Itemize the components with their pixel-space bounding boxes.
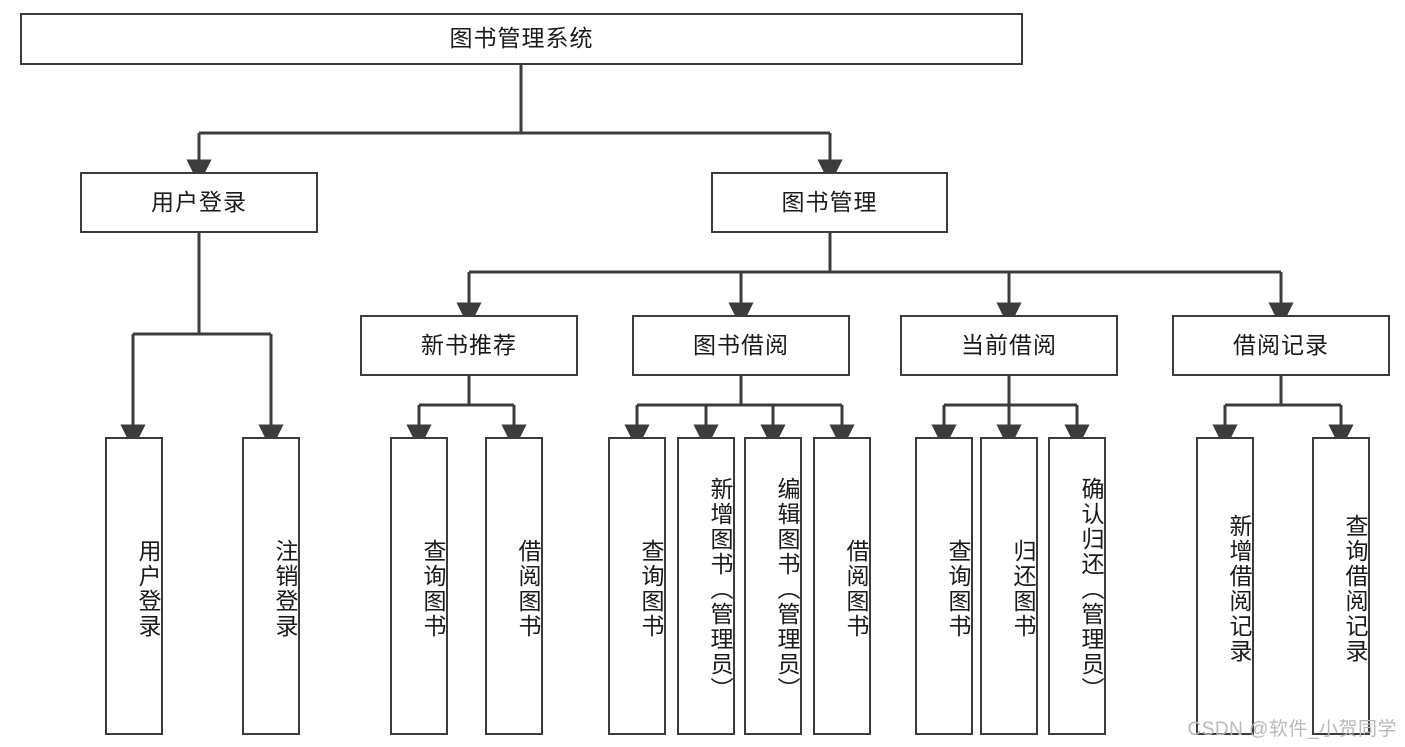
node-leaf-query-book-cur-label: 查询图书 bbox=[945, 539, 971, 639]
node-borrow-record-label: 借阅记录 bbox=[1233, 331, 1329, 358]
node-user-login[interactable]: 用户登录 bbox=[80, 172, 318, 233]
node-leaf-query-book-borrow-label: 查询图书 bbox=[638, 539, 664, 639]
node-leaf-user-login-label: 用户登录 bbox=[135, 539, 161, 639]
node-leaf-query-book-rec[interactable]: 查询图书 bbox=[390, 437, 448, 735]
node-book-manage[interactable]: 图书管理 bbox=[711, 172, 948, 233]
node-new-book-rec[interactable]: 新书推荐 bbox=[360, 315, 578, 376]
node-user-login-label: 用户登录 bbox=[151, 188, 247, 215]
node-leaf-borrow-book[interactable]: 借阅图书 bbox=[813, 437, 871, 735]
node-leaf-borrow-book-label: 借阅图书 bbox=[843, 539, 869, 639]
node-leaf-query-book-cur[interactable]: 查询图书 bbox=[915, 437, 973, 735]
node-root-label: 图书管理系统 bbox=[449, 25, 594, 52]
node-leaf-edit-book[interactable]: 编辑图书（管理员） bbox=[744, 437, 802, 735]
node-leaf-query-book-rec-label: 查询图书 bbox=[420, 539, 446, 639]
node-leaf-user-logout[interactable]: 注销登录 bbox=[242, 437, 300, 735]
node-leaf-add-record-label: 新增借阅记录 bbox=[1226, 514, 1252, 664]
node-leaf-confirm-return-label: 确认归还（管理员） bbox=[1078, 476, 1104, 702]
node-leaf-add-book-label: 新增图书（管理员） bbox=[707, 476, 733, 702]
node-book-borrow[interactable]: 图书借阅 bbox=[632, 315, 850, 376]
node-leaf-query-record[interactable]: 查询借阅记录 bbox=[1312, 437, 1370, 735]
node-root[interactable]: 图书管理系统 bbox=[20, 13, 1023, 65]
node-leaf-borrow-book-rec-label: 借阅图书 bbox=[515, 539, 541, 639]
node-leaf-edit-book-label: 编辑图书（管理员） bbox=[774, 476, 800, 702]
node-leaf-user-login[interactable]: 用户登录 bbox=[105, 437, 163, 735]
node-leaf-return-book-label: 归还图书 bbox=[1010, 539, 1036, 639]
node-current-borrow[interactable]: 当前借阅 bbox=[900, 315, 1118, 376]
node-leaf-return-book[interactable]: 归还图书 bbox=[980, 437, 1038, 735]
node-leaf-query-record-label: 查询借阅记录 bbox=[1342, 514, 1368, 664]
node-leaf-query-book-borrow[interactable]: 查询图书 bbox=[608, 437, 666, 735]
node-borrow-record[interactable]: 借阅记录 bbox=[1172, 315, 1390, 376]
node-book-manage-label: 图书管理 bbox=[781, 188, 878, 215]
node-leaf-borrow-book-rec[interactable]: 借阅图书 bbox=[485, 437, 543, 735]
node-leaf-confirm-return[interactable]: 确认归还（管理员） bbox=[1048, 437, 1106, 735]
node-leaf-add-book[interactable]: 新增图书（管理员） bbox=[677, 437, 735, 735]
node-leaf-user-logout-label: 注销登录 bbox=[272, 539, 298, 639]
watermark: CSDN @软件_小贺同学 bbox=[1187, 719, 1397, 740]
node-leaf-add-record[interactable]: 新增借阅记录 bbox=[1196, 437, 1254, 735]
node-book-borrow-label: 图书借阅 bbox=[693, 331, 789, 358]
node-new-book-rec-label: 新书推荐 bbox=[421, 331, 517, 358]
node-current-borrow-label: 当前借阅 bbox=[961, 331, 1057, 358]
